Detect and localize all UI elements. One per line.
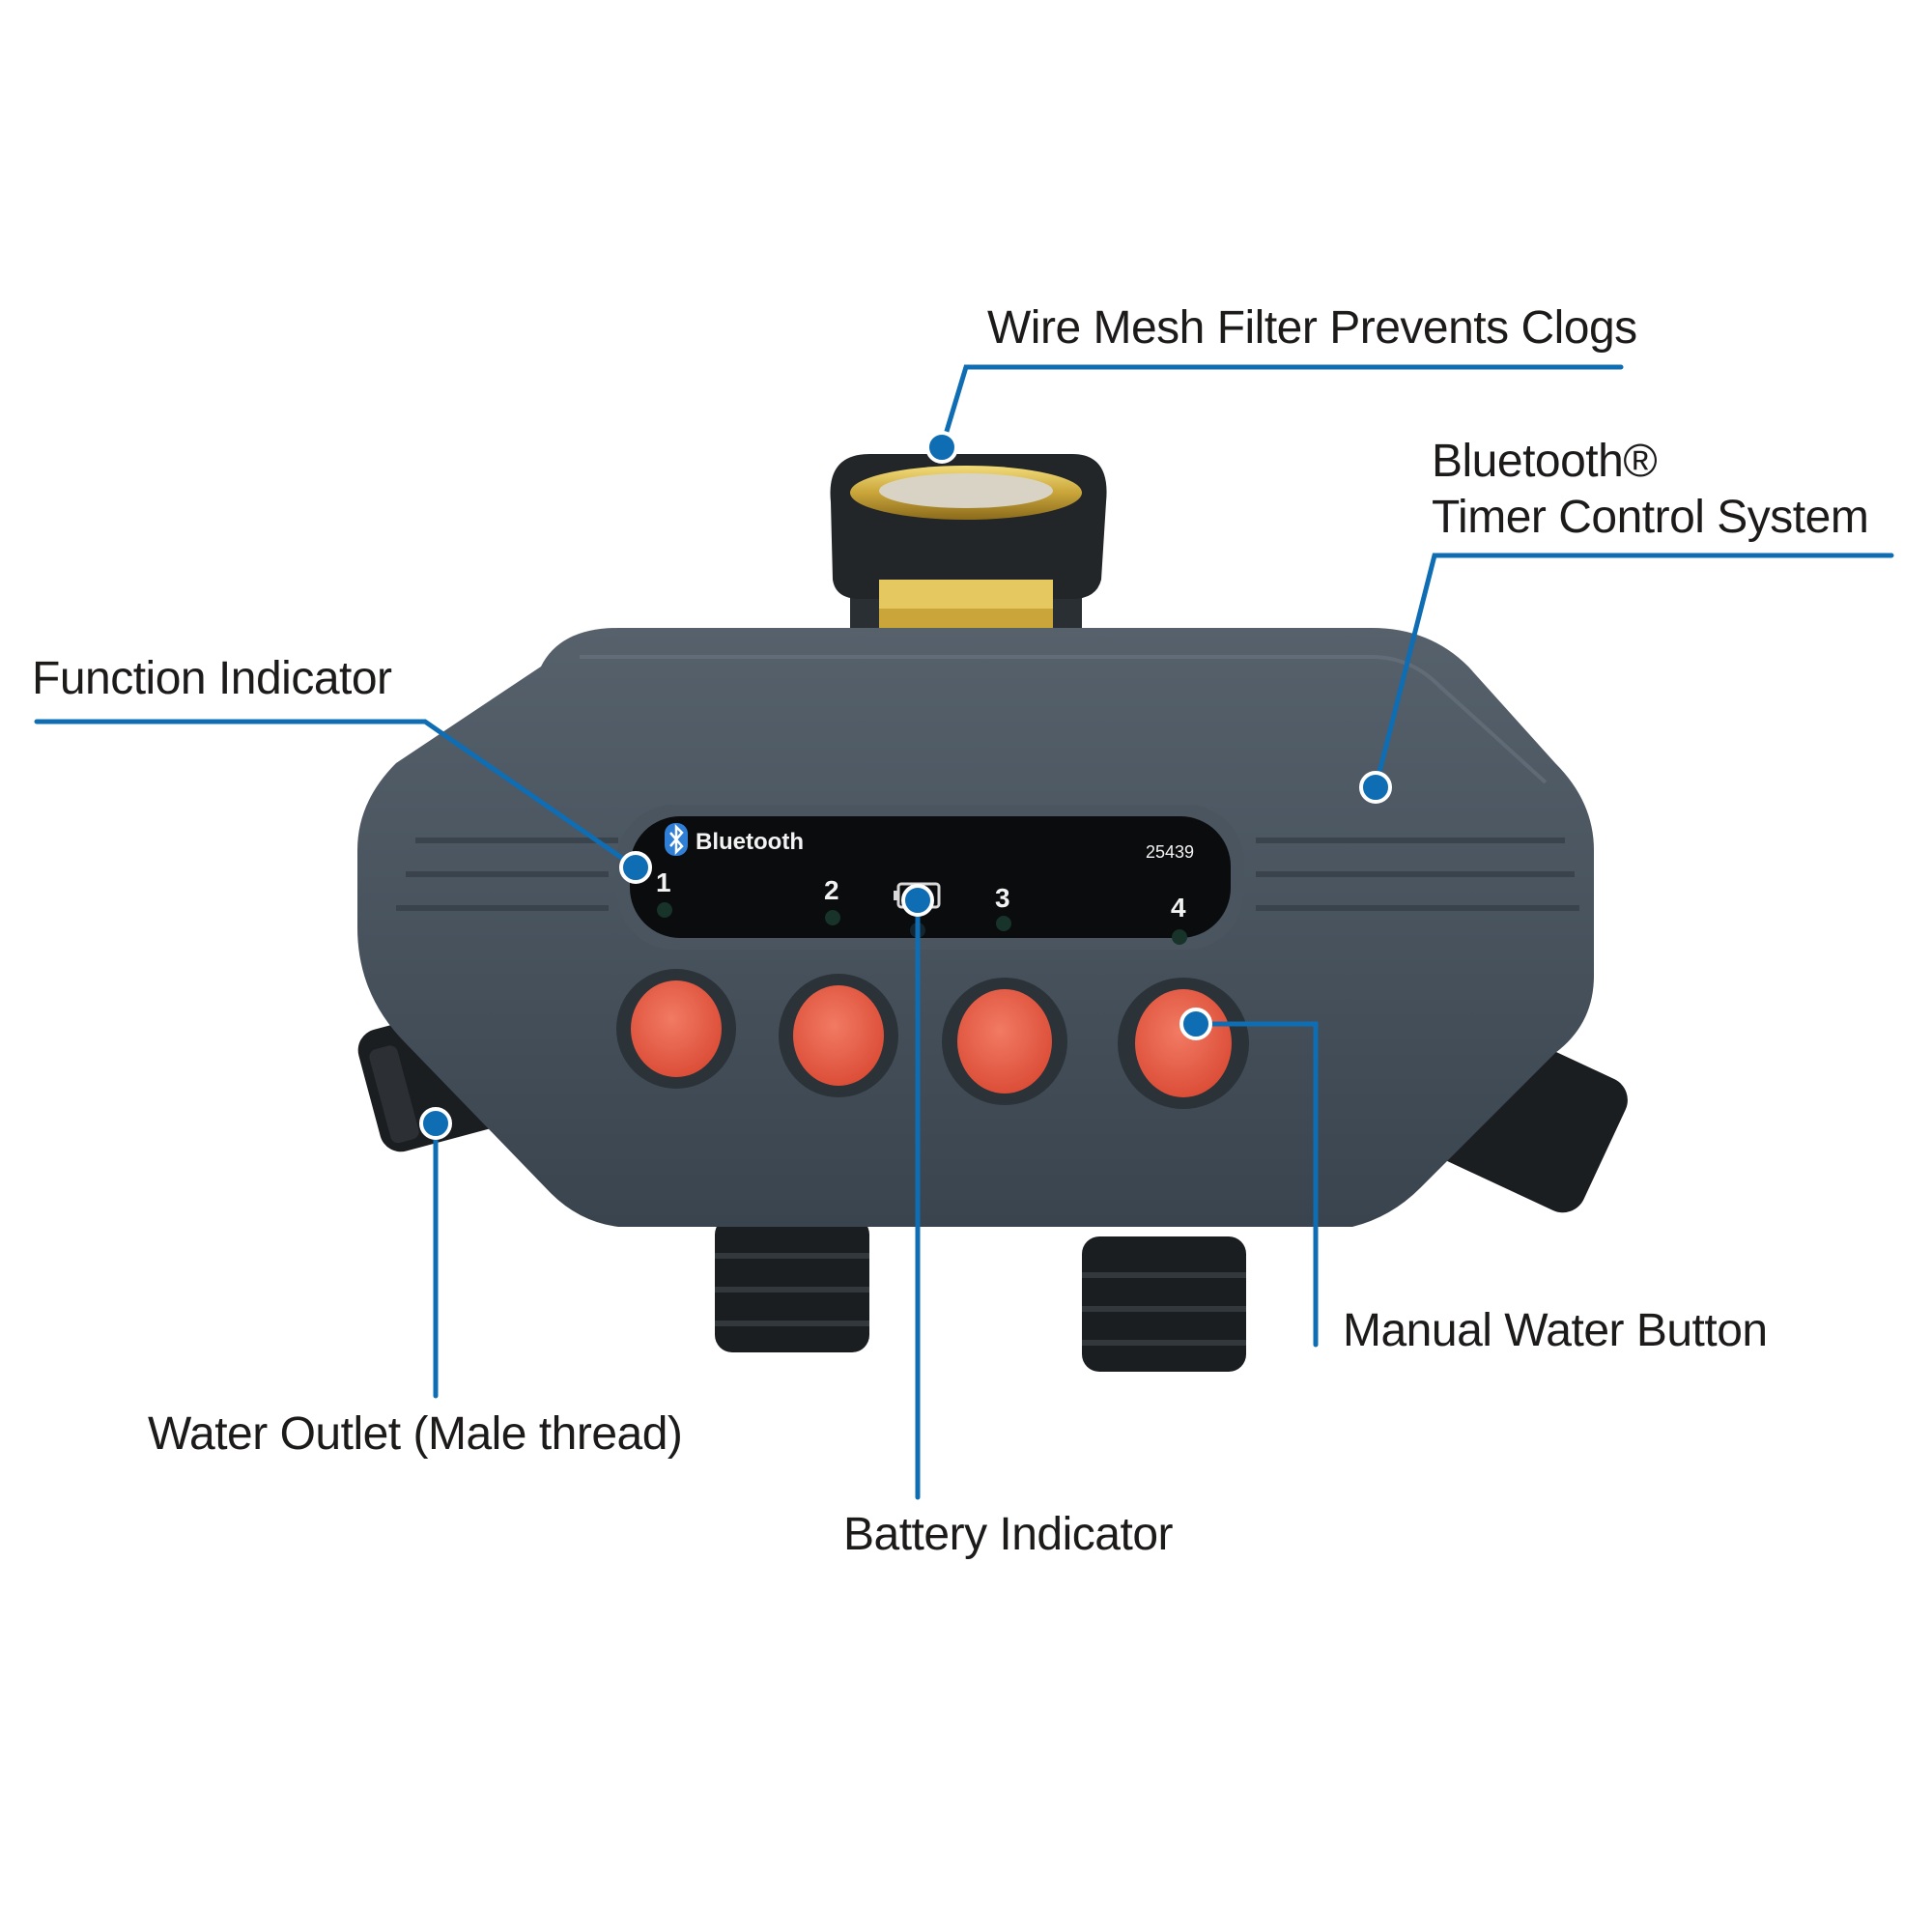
callout-dots: [419, 431, 1392, 1140]
zone-leds: [657, 902, 1187, 945]
callout-function: Function Indicator: [32, 653, 392, 704]
manual-water-buttons: [616, 969, 1249, 1109]
callout-filter: Wire Mesh Filter Prevents Clogs: [987, 302, 1637, 354]
callout-battery: Battery Indicator: [843, 1509, 1174, 1560]
panel-model: 25439: [1146, 842, 1195, 862]
callout-outlet: Water Outlet (Male thread): [148, 1408, 683, 1460]
zone-3-label: 3: [995, 883, 1010, 913]
bottom-outlet-right: [1082, 1236, 1246, 1372]
water-inlet: [830, 454, 1107, 657]
bottom-outlet-left: [715, 1217, 869, 1352]
callout-bluetooth-line1: Bluetooth®: [1432, 436, 1658, 487]
zone-4-label: 4: [1171, 893, 1186, 923]
callout-manual: Manual Water Button: [1343, 1305, 1768, 1356]
callout-lines: [34, 364, 1894, 1500]
callout-bluetooth-line2: Timer Control System: [1432, 492, 1869, 543]
panel-brand: Bluetooth: [696, 829, 804, 855]
zone-1-label: 1: [656, 867, 671, 897]
zone-2-label: 2: [824, 875, 839, 905]
bluetooth-icon: [665, 823, 688, 856]
